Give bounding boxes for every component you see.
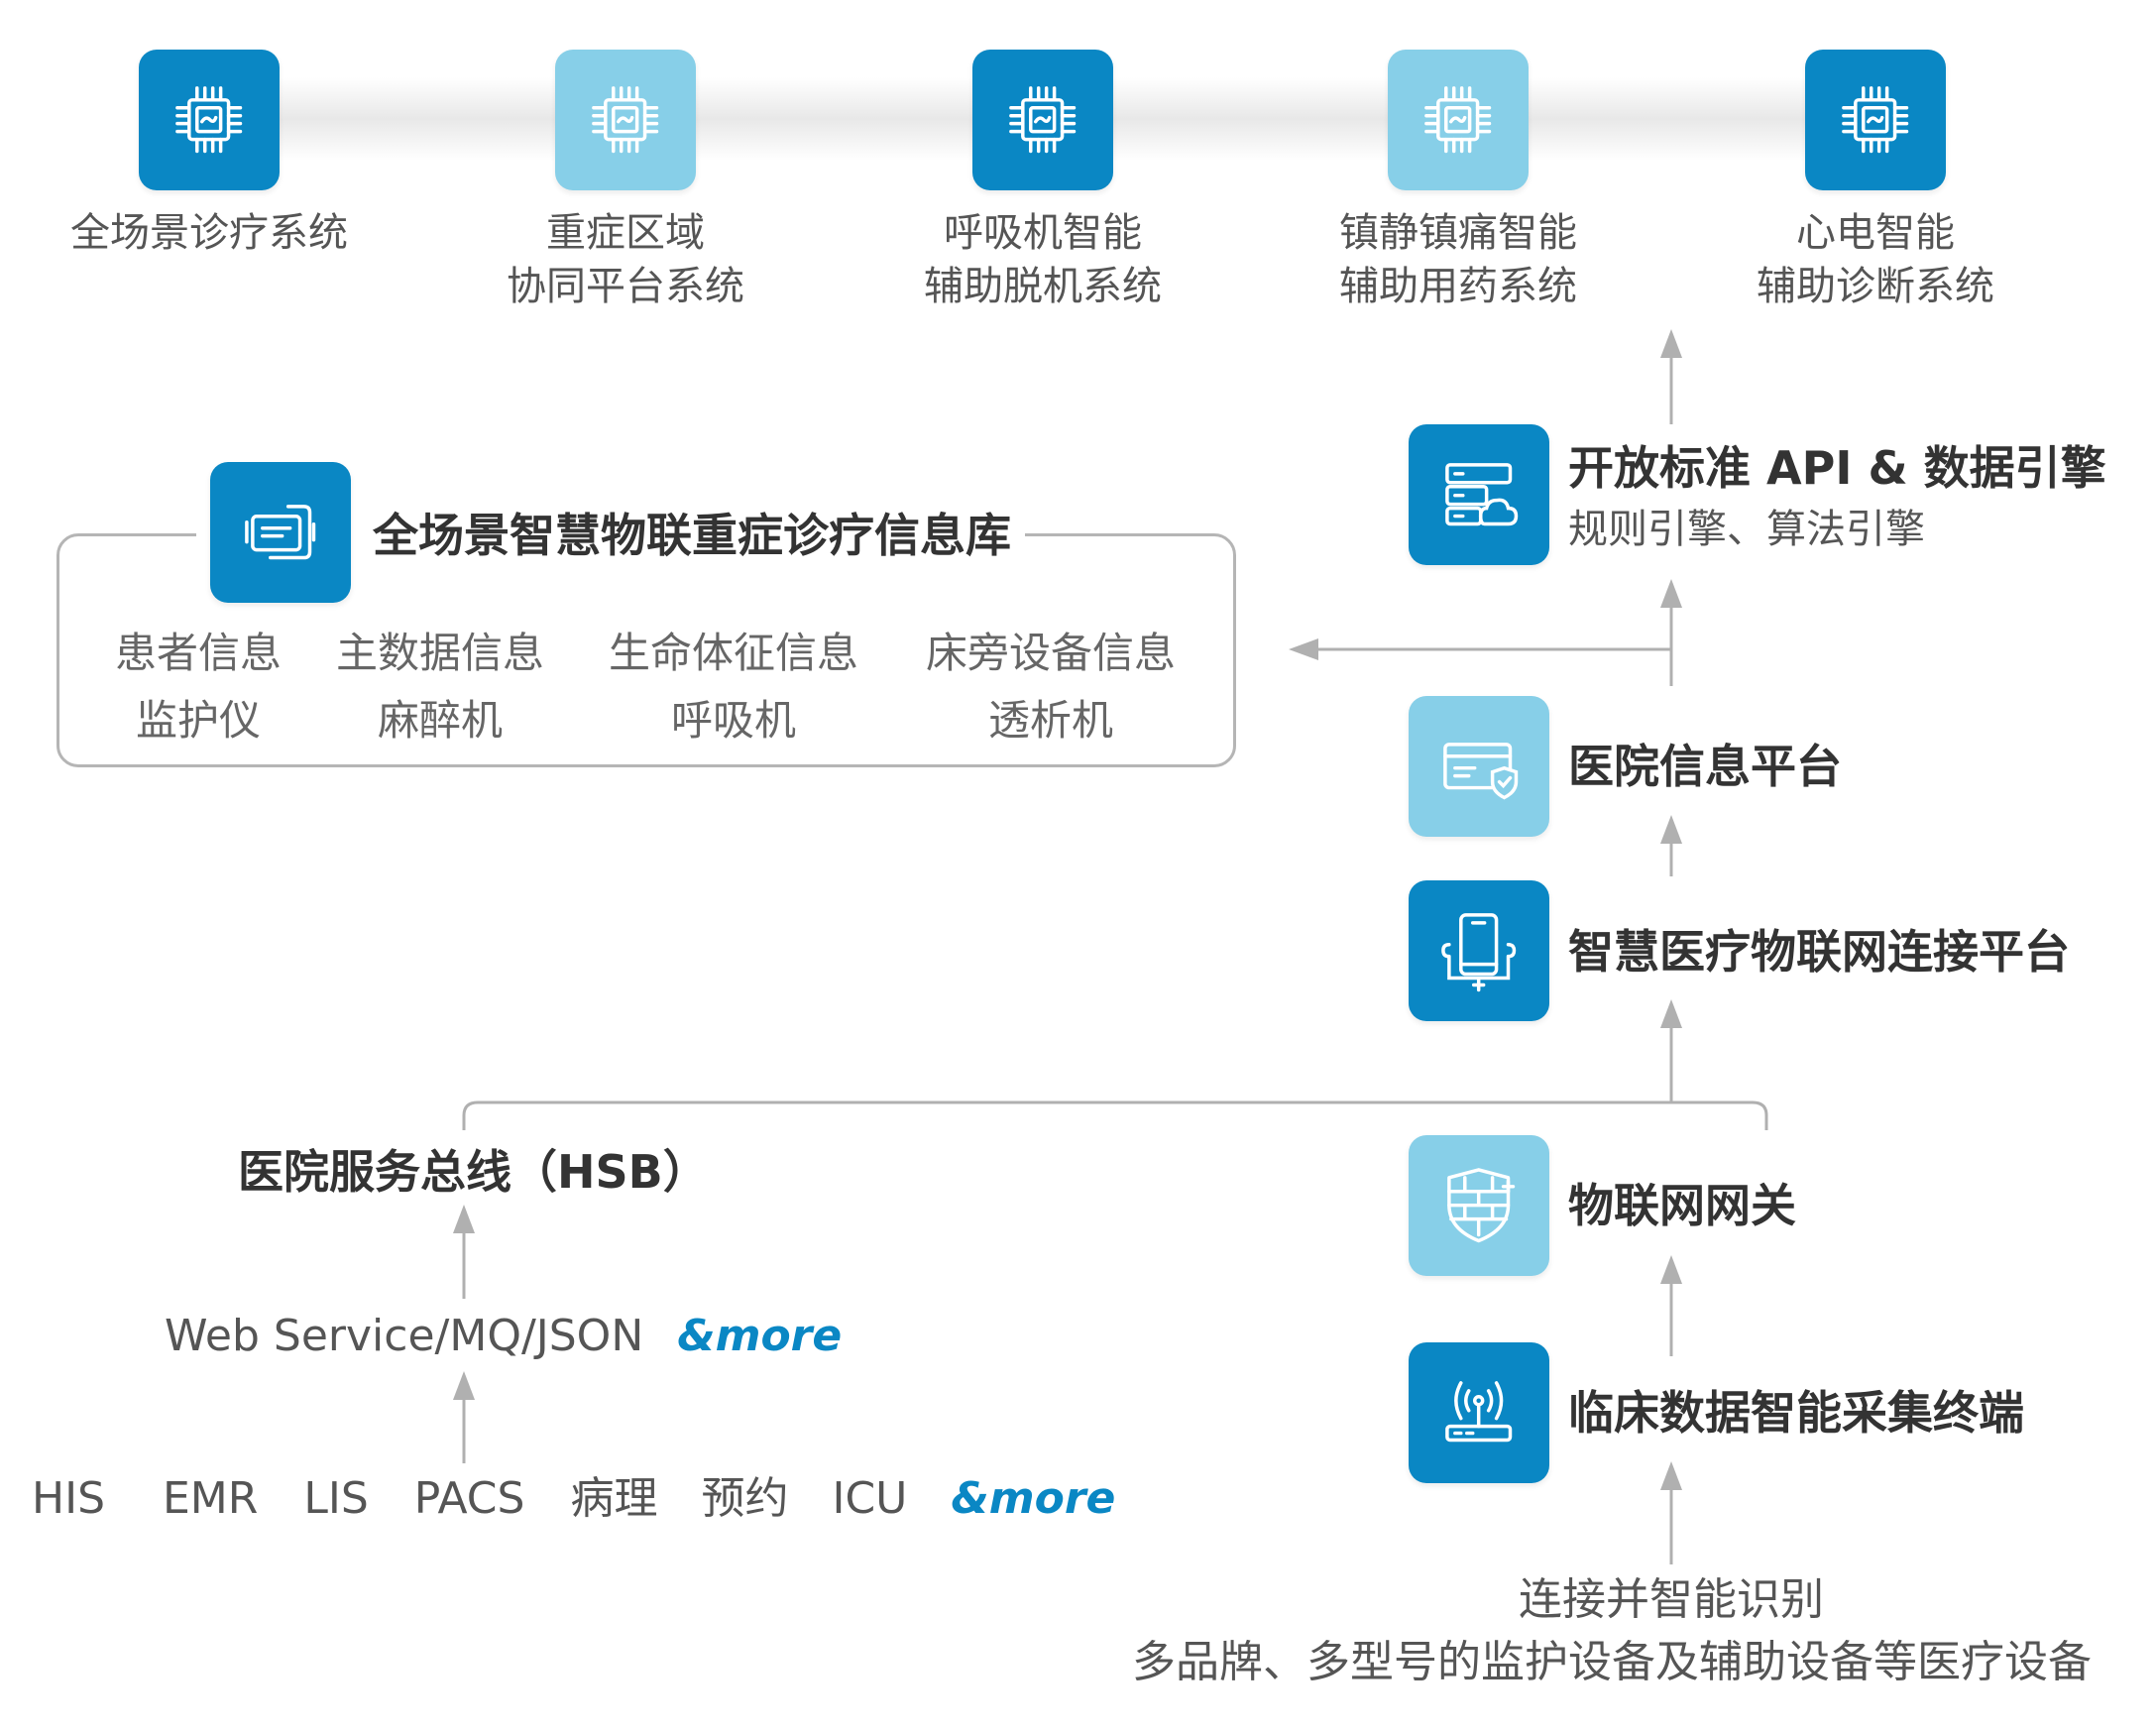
system-icon-1 xyxy=(555,50,696,190)
wifi-router-icon xyxy=(1445,1381,1513,1443)
cards-icon xyxy=(245,505,316,560)
system-label-2: 呼吸机智能 辅助脱机系统 xyxy=(924,210,1162,309)
terminal-title: 临床数据智能采集终端 xyxy=(1568,1386,2024,1440)
source-item: HIS xyxy=(32,1473,105,1524)
hospital-platform-title: 医院信息平台 xyxy=(1568,740,1842,793)
database-cell-0: 患者信息 监护仪 xyxy=(114,629,282,745)
source-item: EMR xyxy=(163,1473,259,1524)
devices-line1: 连接并智能识别 xyxy=(1519,1574,1824,1625)
gateway-title: 物联网网关 xyxy=(1568,1179,1796,1232)
hsb-protocols: Web Service/MQ/JSON &more xyxy=(165,1307,842,1366)
system-label-4: 心电智能 辅助诊断系统 xyxy=(1757,210,1994,309)
system-icon-3 xyxy=(1388,50,1529,190)
database-icon-box xyxy=(210,462,351,603)
source-item: LIS xyxy=(303,1473,369,1524)
terminal-icon-box xyxy=(1409,1342,1549,1483)
system-icon-2 xyxy=(972,50,1113,190)
chip-icon xyxy=(1424,86,1492,154)
iot-platform-title: 智慧医疗物联网连接平台 xyxy=(1568,925,2070,979)
source-item: PACS xyxy=(413,1473,525,1524)
system-icon-0 xyxy=(139,50,280,190)
firewall-shield-icon xyxy=(1447,1168,1516,1243)
database-title: 全场景智慧物联重症诊疗信息库 xyxy=(373,509,1011,562)
database-cell-1: 主数据信息 麻醉机 xyxy=(335,629,544,745)
devices-line2: 多品牌、多型号的监护设备及辅助设备等医疗设备 xyxy=(1132,1637,2092,1687)
database-cell-3: 床旁设备信息 透析机 xyxy=(925,629,1176,745)
database-cell-2: 生命体征信息 呼吸机 xyxy=(608,629,858,745)
system-icon-4 xyxy=(1805,50,1946,190)
chip-icon xyxy=(175,86,243,154)
gateway-icon-box xyxy=(1409,1135,1549,1276)
system-label-0: 全场景诊疗系统 xyxy=(70,210,348,256)
source-item: 病理 xyxy=(570,1473,658,1524)
source-item: ICU xyxy=(832,1473,908,1524)
api-engine-title: 开放标准 API & 数据引擎 规则引擎、算法引擎 xyxy=(1568,441,2106,552)
server-cloud-icon xyxy=(1445,463,1519,526)
chip-icon xyxy=(592,86,659,154)
hsb-sources: HIS EMR LIS PACS 病理 预约 ICU &more xyxy=(32,1469,1115,1529)
hsb-title: 医院服务总线（HSB） xyxy=(238,1145,709,1199)
chip-icon xyxy=(1842,86,1909,154)
hsb-sources-more: &more xyxy=(951,1473,1116,1524)
chip-icon xyxy=(1009,86,1077,154)
hospital-platform-icon-box xyxy=(1409,696,1549,837)
mobile-device-icon xyxy=(1441,913,1517,992)
hsb-protocols-text: Web Service/MQ/JSON xyxy=(165,1311,644,1361)
iot-platform-icon-box xyxy=(1409,880,1549,1021)
system-label-3: 镇静镇痛智能 辅助用药系统 xyxy=(1339,210,1577,309)
database-header: 全场景智慧物联重症诊疗信息库 xyxy=(196,462,1025,603)
hsb-protocols-more: &more xyxy=(677,1311,843,1361)
system-label-1: 重症区域 协同平台系统 xyxy=(507,210,744,309)
api-engine-icon-box xyxy=(1409,424,1549,565)
card-shield-icon xyxy=(1443,743,1519,800)
source-item: 预约 xyxy=(701,1473,789,1524)
